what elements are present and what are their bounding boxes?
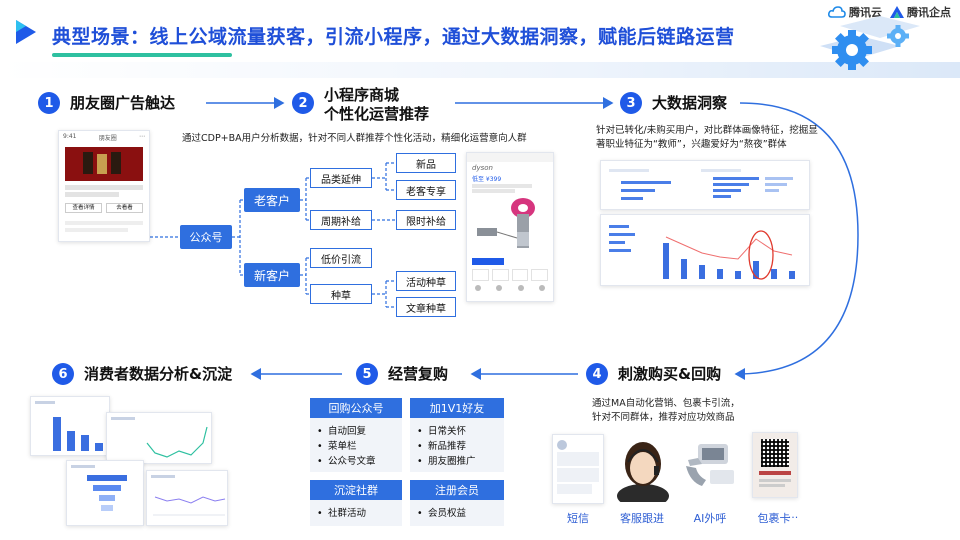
step-3-number: 3 <box>620 92 642 114</box>
panel-repurchase-account-list: 自动回复 菜单栏 公众号文章 <box>310 418 402 472</box>
limited-time-node: 限时补给 <box>396 210 456 230</box>
step-6-title: 消费者数据分析&沉淀 <box>84 365 233 383</box>
step-3-description: 针对已转化/未购买用户，对比群体画像特征，挖掘显著职业特征为“教师”，兴趣爱好为… <box>596 125 818 150</box>
step-4-title: 刺激购买&回购 <box>618 365 722 383</box>
list-item: 会员权益 <box>417 506 504 521</box>
channel-label-package-card: 包裹卡 <box>757 512 791 525</box>
tencent-cloud-brand: 腾讯云 <box>828 4 882 20</box>
wechat-moments-ad-mock: 9:41 朋友圈 ⋯ 查看详情 去看看 <box>58 130 150 242</box>
consumer-bar-chart <box>35 401 103 451</box>
list-item: 自动回复 <box>317 424 402 439</box>
periodic-supply-node: 周期补给 <box>310 210 372 230</box>
list-item: 社群活动 <box>317 506 402 521</box>
panel-add-friend-title: 加1V1好友 <box>410 398 504 418</box>
consumer-line-dashboard <box>106 412 212 464</box>
package-card-image <box>752 432 798 498</box>
tencent-qidian-brand: 腾讯企点 <box>890 4 951 20</box>
persona-bars <box>609 169 793 200</box>
tencent-cloud-icon <box>828 6 846 18</box>
consumer-funnel-chart <box>71 465 127 511</box>
list-item: 新品推荐 <box>417 439 504 454</box>
category-extend-node: 品类延伸 <box>310 168 372 188</box>
mini-program-shop-mock: dyson 低至 ¥399 <box>466 152 554 302</box>
panel-community-list: 社群活动 <box>310 500 402 526</box>
customer-service-image <box>617 442 669 502</box>
tencent-qidian-label: 腾讯企点 <box>907 6 951 19</box>
trend-chart <box>609 225 795 280</box>
panel-membership-list: 会员权益 <box>410 500 504 526</box>
list-item: 朋友圈推广 <box>417 454 504 469</box>
sms-channel-image <box>552 434 604 504</box>
step-5-title: 经营复购 <box>388 365 449 383</box>
panel-membership-title: 注册会员 <box>410 480 504 500</box>
step-2-number: 2 <box>292 92 314 114</box>
mock-phone-title: 朋友圈 <box>98 135 117 142</box>
tencent-qidian-icon <box>890 6 904 18</box>
consumer-bar-dashboard <box>30 396 110 456</box>
shop-price-tag: 低至 ¥399 <box>472 176 502 183</box>
arrow-curve-icon <box>734 102 859 380</box>
header-logo-mark-icon <box>16 20 36 44</box>
panel-add-friend-list: 日常关怀 新品推荐 朋友圈推广 <box>410 418 504 472</box>
hair-dryer-image <box>477 198 535 248</box>
old-exclusive-node: 老客专享 <box>396 180 456 200</box>
low-price-node: 低价引流 <box>310 248 372 268</box>
step-2-title-line2: 个性化运营推荐 <box>324 105 430 123</box>
step-4-number: 4 <box>586 363 608 385</box>
list-item: 日常关怀 <box>417 424 504 439</box>
old-customer-node: 老客户 <box>244 188 300 212</box>
ad-image <box>65 147 143 181</box>
consumer-trend-chart <box>151 475 226 516</box>
activity-seeding-node: 活动种草 <box>396 271 456 291</box>
channel-label-ai-call: AI外呼 <box>693 512 727 525</box>
title-underline <box>52 53 232 57</box>
ai-outbound-call-image <box>686 444 734 486</box>
list-item: 菜单栏 <box>317 439 402 454</box>
consumer-line-chart <box>111 417 208 458</box>
step-4-desc-line1: 通过MA自动化营销、包裹卡引流， <box>592 398 740 409</box>
consumer-funnel-dashboard <box>66 460 144 526</box>
channel-label-sms: 短信 <box>567 512 589 525</box>
public-account-node: 公众号 <box>180 225 232 249</box>
behavior-trend-dashboard <box>600 214 810 286</box>
ad-detail-button[interactable]: 查看详情 <box>65 203 102 213</box>
step-4-desc-line2: 针对不同群体，推荐对应功效商品 <box>592 412 735 423</box>
step-2-title-line1: 小程序商城 <box>324 86 400 104</box>
step-6-number: 6 <box>52 363 74 385</box>
gear-icon <box>820 16 920 70</box>
article-seeding-node: 文章种草 <box>396 297 456 317</box>
more-icon: ⋯ <box>139 133 145 140</box>
step-3-title: 大数据洞察 <box>652 94 728 112</box>
tencent-cloud-label: 腾讯云 <box>849 6 882 19</box>
persona-compare-dashboard <box>600 160 810 210</box>
channel-label-more: ... <box>787 508 799 521</box>
panel-repurchase-account-title: 回购公众号 <box>310 398 402 418</box>
list-item: 公众号文章 <box>317 454 402 469</box>
step-2-description: 通过CDP+BA用户分析数据，针对不同人群推荐个性化活动，精细化运营意向人群 <box>182 133 527 144</box>
mock-phone-time: 9:41 <box>63 133 77 140</box>
new-product-node: 新品 <box>396 153 456 173</box>
panel-community-title: 沉淀社群 <box>310 480 402 500</box>
step-5-number: 5 <box>356 363 378 385</box>
channel-label-service: 客服跟进 <box>620 512 664 525</box>
step-1-number: 1 <box>38 92 60 114</box>
seeding-node: 种草 <box>310 284 372 304</box>
consumer-trend-dashboard <box>146 470 228 526</box>
header-band <box>0 62 960 78</box>
step-1-title: 朋友圈广告触达 <box>70 94 176 112</box>
new-customer-node: 新客户 <box>244 263 300 287</box>
page-title: 典型场景：线上公域流量获客，引流小程序，通过大数据洞察，赋能后链路运营 <box>52 26 735 48</box>
shop-brand-label: dyson <box>472 164 493 172</box>
ad-visit-button[interactable]: 去看看 <box>106 203 143 213</box>
